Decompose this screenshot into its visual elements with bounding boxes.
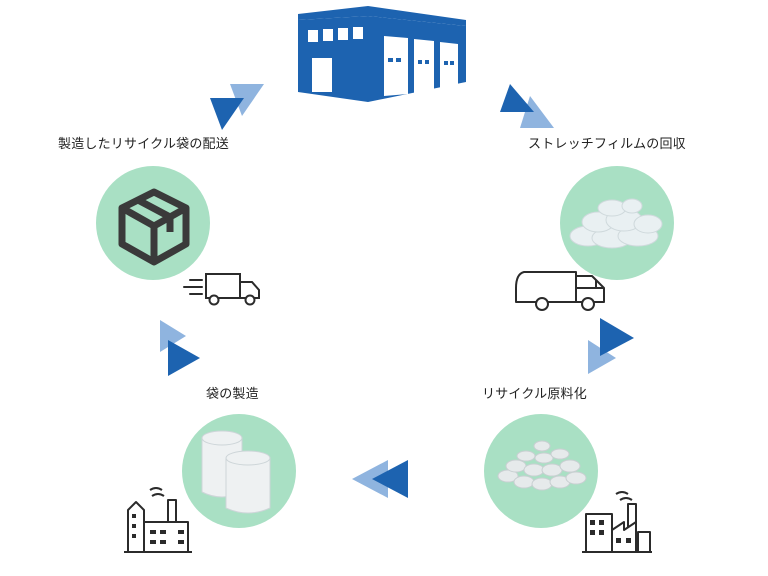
step-label-recycle: リサイクル原料化 [482, 387, 587, 402]
delivery-truck-icon [183, 273, 260, 306]
factory-icon [124, 487, 192, 553]
garbage-truck-icon [515, 271, 605, 311]
arrow-to-manufacture-icon [352, 460, 408, 498]
film-pile-icon [569, 198, 663, 249]
film-rolls-icon [201, 430, 271, 514]
arrow-to-delivery-icon [160, 320, 200, 376]
warehouse-icon [298, 6, 466, 102]
factory-icon [582, 491, 652, 553]
box-icon [118, 188, 190, 266]
arrow-to-warehouse-icon [210, 84, 264, 130]
step-label-delivery: 製造したリサイクル袋の配送 [58, 137, 229, 152]
step-label-manufacture: 袋の製造 [206, 387, 259, 402]
arrow-to-recycle-icon [588, 318, 634, 374]
arrow-to-collection-icon [500, 84, 554, 128]
step-label-collect: ストレッチフィルムの回収 [528, 137, 686, 152]
pellets-icon [497, 440, 587, 491]
